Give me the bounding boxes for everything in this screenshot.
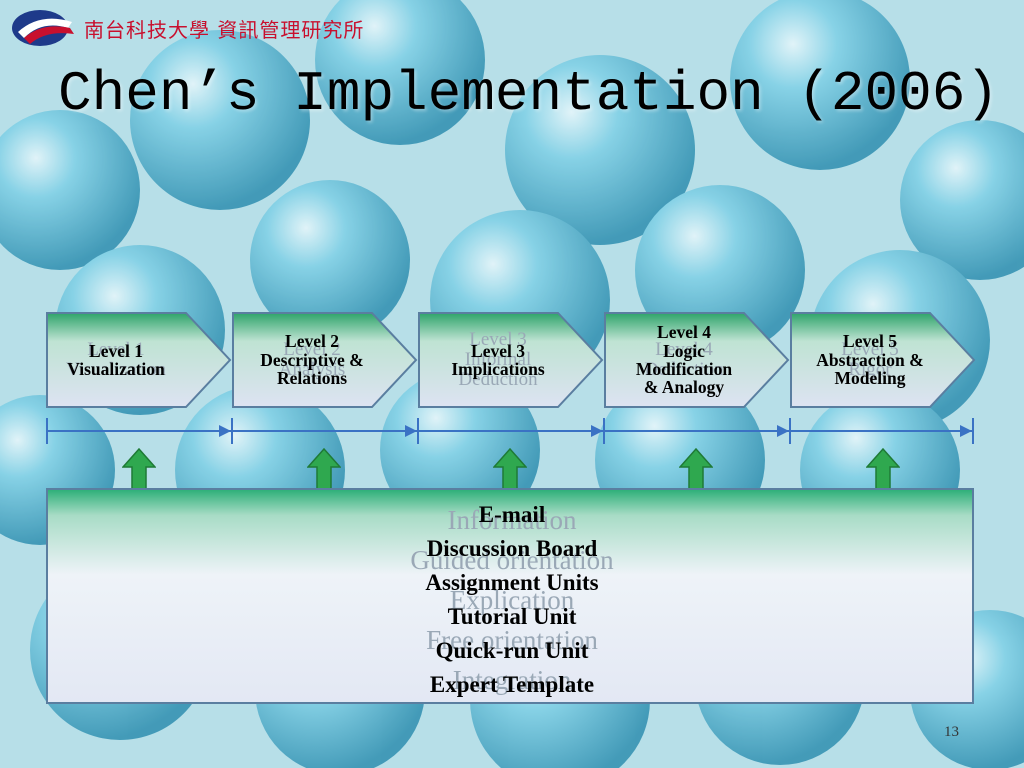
university-logo-icon [12,10,74,46]
chevron-shape [46,312,232,408]
level-label: Implications [451,359,545,379]
chevron-shape [232,312,418,408]
level-ghost-line: Visualization [65,359,167,380]
arrow-up-icon [679,448,713,490]
chevron-shape [790,312,976,408]
timeline-tick [972,418,974,444]
school-name: 南台科技大學 資訊管理研究所 [84,18,365,42]
level-ghost-line: Deduction [644,359,724,380]
phase-ghost-item: Guided orientation [410,545,614,575]
level-ghost-line: Level 4 [655,339,713,361]
page-number: 13 [944,724,959,740]
timeline-tick [46,418,48,444]
tool-item: Assignment Units [425,570,599,595]
level-label: Relations [277,368,347,389]
level-label: Level 1 [89,340,143,361]
timeline-tick [231,418,233,444]
level-ghost-line: Rigor [848,359,892,380]
level-ghost-line: Level 5 [841,339,899,361]
tool-item: Expert Template [429,672,595,697]
slide-title: Chen’s Implementation (2006) [58,62,999,126]
level-label: Modification [635,359,733,379]
arrow-right-icon [405,425,417,437]
level-label: Modeling [834,368,906,389]
arrow-right-icon [960,425,972,437]
arrow-up-icon [122,448,156,490]
phase-ghost-item: Information [447,505,577,535]
level-label: Descriptive & [260,349,364,370]
arrow-up-icon [493,448,527,490]
level-label: Logic [663,340,705,361]
level-label: Level 2 [285,331,339,352]
level-label: Level 3 [471,340,525,361]
level-ghost-line: Deduction [458,368,538,390]
level-ghost-line: Informal [464,349,532,371]
tool-item: Discussion Board [426,536,598,561]
chevron-shape [604,312,790,408]
level-label: Level 5 [843,331,897,352]
phase-ghost-item: Integration [452,665,572,695]
arrow-right-icon [219,425,231,437]
level-ghost-line: Level 3 [469,329,527,351]
tools-panel [46,488,974,704]
level-label: Abstraction & [816,349,924,370]
arrow-up-icon [866,448,900,490]
arrow-right-icon [777,425,789,437]
level-label: & Analogy [643,377,725,398]
level-ghost-line: Level 1 [87,339,145,361]
arrow-right-icon [591,425,603,437]
timeline-axis [46,430,974,432]
phase-ghost-list: Information Guided orientation Explicati… [0,500,1024,700]
phase-ghost-item: Free orientation [426,625,598,655]
level-label: Visualization [67,359,165,379]
tools-list: E-mail Discussion Board Assignment Units… [0,498,1024,702]
tool-item: Quick-run Unit [435,638,589,663]
level-ghost-line: Analysis [278,359,346,380]
timeline-tick [417,418,419,444]
chevron-shape [418,312,604,408]
tool-item: Tutorial Unit [447,604,577,629]
level-label: Level 4 [657,322,711,343]
phase-ghost-item: Explication [449,585,575,615]
arrow-up-icon [307,448,341,490]
level-ghost-line: Level 2 [283,339,341,361]
tool-item: E-mail [478,502,546,527]
timeline-tick [603,418,605,444]
timeline-tick [789,418,791,444]
